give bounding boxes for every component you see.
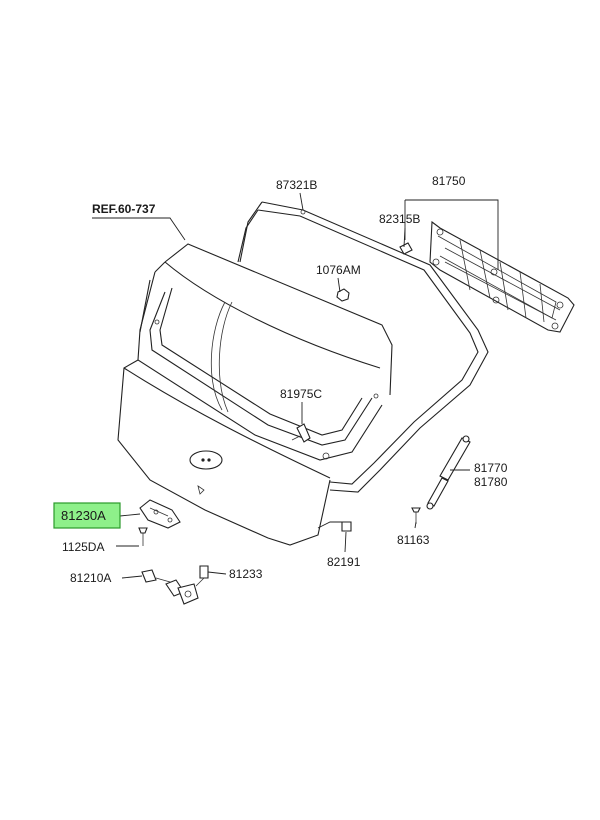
tailgate-panel[interactable] — [117, 243, 393, 546]
label-81750[interactable]: 81750 — [432, 174, 466, 188]
cap-82191[interactable] — [341, 521, 352, 532]
label-81210a[interactable]: 81210A — [70, 571, 111, 585]
bolt-1125da[interactable] — [138, 527, 148, 546]
actuator-81210a[interactable] — [141, 569, 199, 605]
weatherstrip-87321b[interactable] — [237, 201, 489, 493]
label-87321b[interactable]: 87321B — [276, 178, 317, 192]
label-81770[interactable]: 81770 — [474, 461, 508, 475]
clip-81975c[interactable] — [291, 423, 311, 443]
trim-panel-81750[interactable] — [429, 220, 575, 333]
gas-lifter-81770[interactable] — [426, 435, 471, 510]
label-81233[interactable]: 81233 — [229, 567, 263, 581]
leader-lines — [92, 192, 499, 579]
key-cylinder-81233[interactable] — [195, 565, 209, 587]
label-81230a[interactable]: 81230A — [61, 508, 106, 523]
label-81780[interactable]: 81780 — [474, 475, 508, 489]
label-82315b[interactable]: 82315B — [379, 212, 420, 226]
label-ref-60-737[interactable]: REF.60-737 — [92, 202, 156, 216]
label-82191[interactable]: 82191 — [327, 555, 361, 569]
label-1125da[interactable]: 1125DA — [62, 540, 104, 554]
highlight-81230a[interactable] — [53, 502, 121, 529]
label-1076am[interactable]: 1076AM — [316, 263, 361, 277]
nut-1076am[interactable] — [336, 288, 350, 302]
clip-82315b[interactable] — [399, 242, 413, 255]
bolt-81163[interactable] — [411, 507, 421, 524]
label-81163[interactable]: 81163 — [397, 533, 430, 547]
latch-81230a[interactable] — [139, 499, 181, 529]
label-81975c[interactable]: 81975C — [280, 387, 322, 401]
